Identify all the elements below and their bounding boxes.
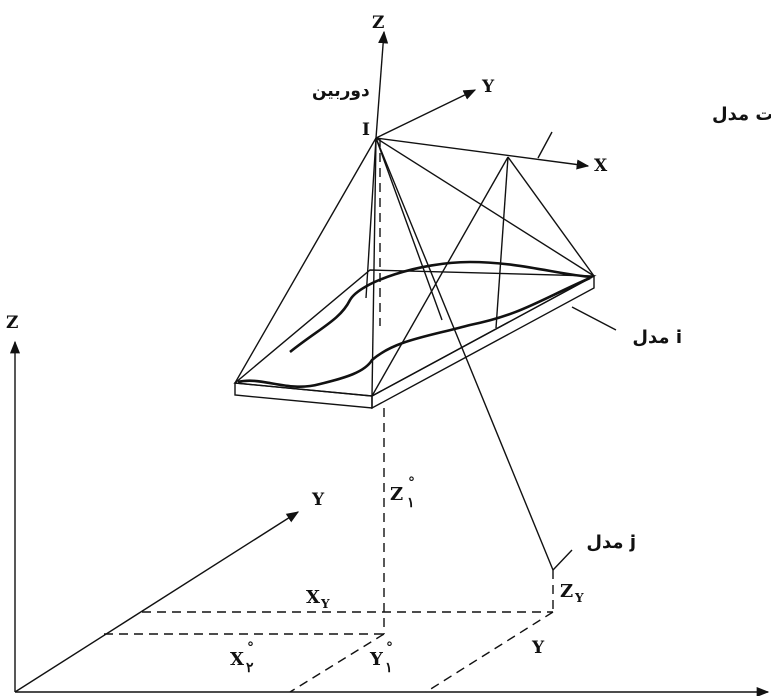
model-coord-leader <box>537 131 553 159</box>
perspective-center-label: I <box>362 120 370 140</box>
dash-y-diagonal <box>425 611 554 693</box>
ray-to-front-corner <box>371 137 377 397</box>
ray2-center <box>495 156 509 329</box>
ray-center-a <box>375 137 443 321</box>
ray-to-right-corner <box>375 137 595 277</box>
ground-z1-label: Z ° ۱ <box>390 475 415 511</box>
svg-text:°: ° <box>247 640 254 656</box>
svg-text:Y: Y <box>320 597 330 611</box>
svg-text:۲: ۲ <box>246 660 254 676</box>
model-coordinate-axes <box>375 30 590 170</box>
svg-text:Y: Y <box>574 591 584 605</box>
model-coord-system-label: سیستم مختصات مدل <box>712 104 771 125</box>
ray2-to-right <box>507 156 595 277</box>
model-y-axis <box>375 89 477 139</box>
svg-text:۱: ۱ <box>407 495 415 511</box>
terrain-surface-curve <box>237 276 591 388</box>
ground-y-axis <box>14 511 300 693</box>
model-axis-y-label: Y <box>481 77 495 97</box>
svg-text:°: ° <box>386 640 393 656</box>
model-i-slab <box>233 260 597 410</box>
svg-text:°: ° <box>408 475 415 491</box>
ray2-to-left <box>371 156 509 397</box>
model-i-label: مدل i <box>632 327 682 348</box>
ray-center-b <box>365 137 377 299</box>
terrain-surface-ridge <box>289 260 593 354</box>
ground-axis-z-label: Z <box>6 313 18 333</box>
svg-text:Z: Z <box>390 484 403 505</box>
ground-axis-y-label: Y <box>311 490 325 510</box>
model-i-leader <box>571 306 617 331</box>
svg-text:X: X <box>306 587 320 608</box>
projection-rays <box>234 137 595 571</box>
ground-coordinate-system <box>9 340 770 696</box>
svg-text:Z: Z <box>560 581 573 602</box>
ground-y1-label: Y ° ۱ <box>369 640 393 676</box>
ground-zy-label: Z Y <box>560 581 584 605</box>
ray-to-j <box>375 137 554 571</box>
model-j-leader <box>552 549 573 571</box>
svg-text:۱: ۱ <box>385 660 393 676</box>
model-axis-z-label: Z <box>372 13 384 33</box>
svg-text:Y: Y <box>369 649 384 670</box>
ground-xy-label: X Y <box>306 587 330 611</box>
model-z-axis <box>375 30 389 139</box>
ground-y-label: Y <box>531 638 545 658</box>
camera-label: دوربین <box>312 81 370 101</box>
ground-x2-label: X ° ۲ <box>230 640 254 676</box>
svg-text:X: X <box>230 649 244 670</box>
model-axis-x-label: X <box>594 156 608 176</box>
dash-y1-diagonal <box>289 633 385 693</box>
model-j-label: مدل j <box>586 532 636 553</box>
model-x-axis <box>375 137 590 170</box>
ray-to-front-left <box>234 137 377 384</box>
